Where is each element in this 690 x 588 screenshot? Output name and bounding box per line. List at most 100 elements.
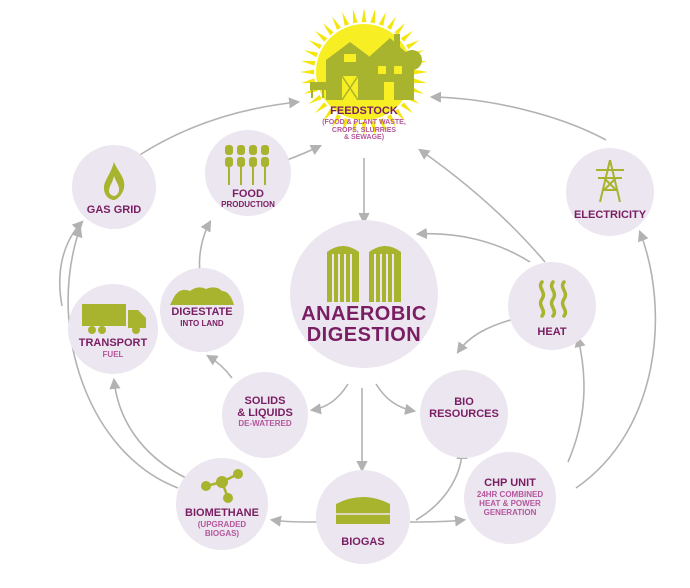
chp-unit-sublabel: 24HR COMBINED HEAT & POWER GENERATION <box>464 490 556 517</box>
soil-pile-icon <box>170 287 234 305</box>
sun-ray <box>370 120 376 135</box>
biomethane-sub-line: BIOGAS) <box>204 528 240 538</box>
bio-resources-node <box>420 370 508 458</box>
sun-ray <box>315 30 328 42</box>
sun-ray <box>332 16 342 30</box>
sun-ray <box>308 94 322 104</box>
arrow-gasgrid-to-feedstock <box>134 97 301 159</box>
sun-ray <box>352 9 358 24</box>
crops-icon <box>225 145 269 185</box>
sun-ray <box>342 11 350 26</box>
sun-ray <box>378 118 386 133</box>
transport-sublabel: FUEL <box>102 350 124 359</box>
solids-liquids-label: SOLIDS & LIQUIDS <box>222 395 308 419</box>
food-production-node <box>205 130 291 216</box>
arrow-solids-to-digestate <box>206 354 233 379</box>
gas-grid-label: GAS GRID <box>86 204 142 216</box>
arrow-chp-to-heat <box>567 335 586 463</box>
digestate-sublabel: INTO LAND <box>180 319 224 328</box>
sun-ray <box>322 23 334 36</box>
biomethane-sublabel: (UPGRADED BIOGAS) <box>176 520 268 539</box>
feedstock-sub-line: CROPS, SLURRIES <box>331 126 397 134</box>
sun-ray <box>378 11 386 26</box>
sun-ray <box>322 108 334 121</box>
sun-ray <box>386 16 396 30</box>
ad-label-line: ANAEROBIC <box>301 303 427 325</box>
sun-ray <box>400 30 413 42</box>
biomethane-node <box>176 458 268 550</box>
bio-resources-label: BIO RESOURCES <box>420 396 508 420</box>
heat-label: HEAT <box>537 326 567 338</box>
sun-ray <box>400 102 413 114</box>
sun-ray <box>342 118 350 133</box>
arrow-chp-to-electricity <box>575 229 657 489</box>
sun-ray <box>394 108 406 121</box>
anaerobic-digestion-node <box>290 220 438 368</box>
biomethane-sub-line: (UPGRADED <box>197 520 247 529</box>
arrow-biogas-to-biomethane <box>269 515 319 527</box>
arrow-biomethane-to-gasgrid <box>67 225 179 489</box>
transport-node <box>68 284 158 374</box>
bio-label-line: BIO <box>454 396 474 408</box>
sun-ray <box>300 69 315 75</box>
chp-sub-line: HEAT & POWER <box>479 498 541 508</box>
pylon-icon <box>596 160 624 202</box>
sun-ray <box>406 40 420 50</box>
sun-ray <box>315 102 328 114</box>
arrow-biogas-to-chp <box>409 515 467 527</box>
silo-icon <box>327 246 401 302</box>
sun-ray <box>386 114 396 128</box>
biogas-label: BIOGAS <box>341 536 385 548</box>
sun-ray <box>308 40 322 50</box>
sun-ray <box>361 121 367 136</box>
sun-ray <box>301 78 316 84</box>
solids-liquids-node <box>222 372 308 458</box>
feedstock-title: FEEDSTOCK <box>330 105 398 117</box>
solids-label-line: SOLIDS <box>244 395 286 407</box>
sun-ray <box>352 120 358 135</box>
anaerobic-digestion-label: ANAEROBIC DIGESTION <box>290 304 438 346</box>
chp-sub-line: GENERATION <box>483 507 537 517</box>
electricity-label: ELECTRICITY <box>573 209 647 221</box>
chp-unit-label: CHP UNIT <box>484 477 536 489</box>
arrow-electricity-to-feedstock <box>429 91 607 141</box>
sun-ray <box>301 60 316 66</box>
arrow-ad-to-solids <box>309 383 349 415</box>
bio-label-line: RESOURCES <box>429 407 499 420</box>
arrow-digestate-to-food <box>198 220 212 273</box>
solids-liquids-sublabel: DE-WATERED <box>238 419 292 428</box>
arrow-heat-to-ad <box>415 227 531 263</box>
farm-barn-icon <box>310 34 422 101</box>
molecule-icon <box>201 469 243 503</box>
transport-label: TRANSPORT <box>78 337 148 349</box>
flame-icon <box>104 162 125 200</box>
sun-ray <box>332 114 342 128</box>
truck-icon <box>82 304 146 334</box>
sun-ray <box>361 8 367 23</box>
food-label-line: FOOD <box>232 188 264 200</box>
sun-ray <box>303 50 318 58</box>
solids-label-line: & LIQUIDS <box>237 406 293 419</box>
biomethane-label: BIOMETHANE <box>185 507 259 519</box>
arrow-biomethane-to-transport <box>109 377 187 479</box>
sun-ray <box>394 23 406 36</box>
digestate-label: DIGESTATE <box>171 306 233 318</box>
heat-waves-icon <box>538 280 568 318</box>
arrow-food-to-feedstock <box>286 144 323 161</box>
chp-unit-node <box>464 452 556 544</box>
sun-ray <box>413 69 428 75</box>
feedstock-sub-line: (FOOD & PLANT WASTE, <box>322 119 406 126</box>
feedstock-subtitle: (FOOD & PLANT WASTE, CROPS, SLURRIES & S… <box>300 119 428 142</box>
digestate-node <box>160 268 244 352</box>
food-label-line: PRODUCTION <box>221 199 275 209</box>
sun-ray <box>370 9 376 24</box>
food-production-label: FOOD PRODUCTION <box>205 188 291 209</box>
arrow-heat-to-feedstock <box>418 148 546 263</box>
ad-label-line: DIGESTION <box>306 324 422 346</box>
feedstock-sub-line: & SEWAGE) <box>343 134 385 142</box>
arrow-biogas-to-bio <box>415 447 468 521</box>
gas-tank-icon <box>336 497 390 524</box>
arrow-ad-to-bio <box>375 383 417 415</box>
